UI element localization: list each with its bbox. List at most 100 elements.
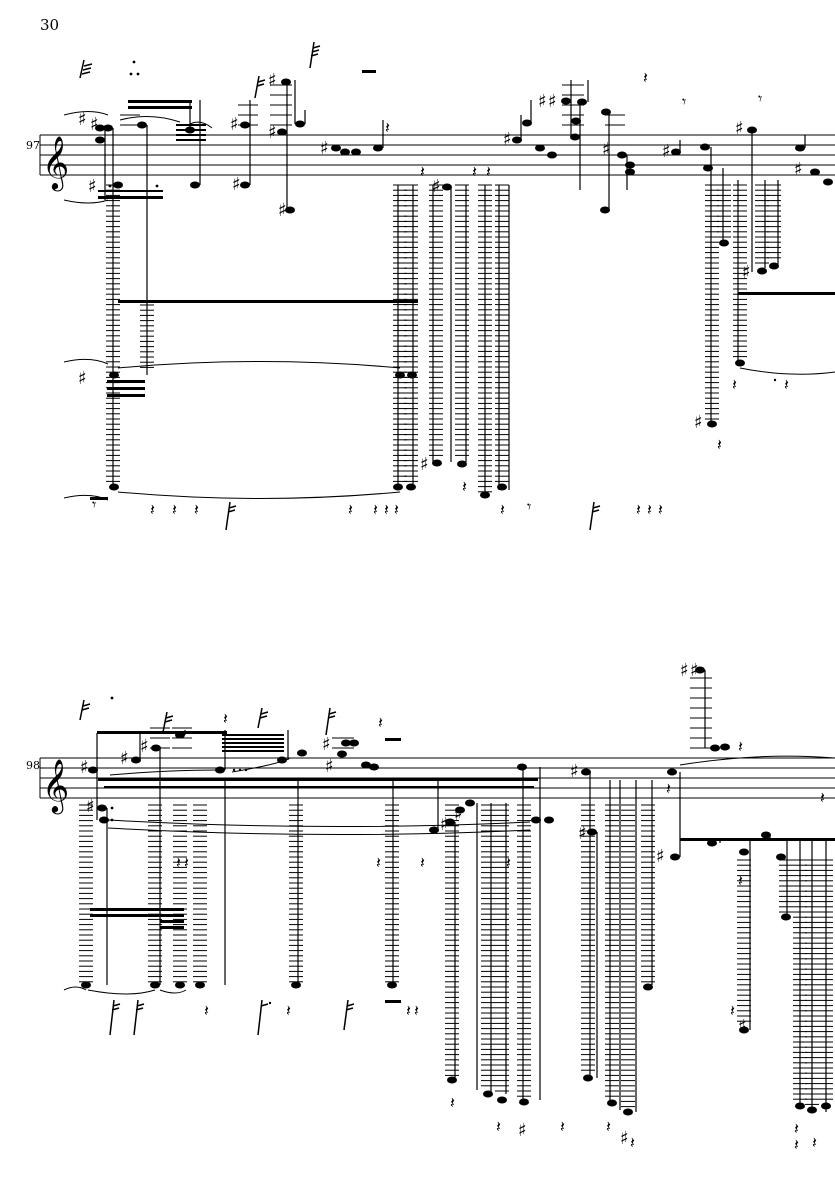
ties	[63, 755, 835, 995]
svg-text:♯: ♯	[454, 804, 463, 825]
svg-text:♯: ♯	[120, 748, 129, 769]
tremolo-marks	[79, 41, 601, 531]
svg-text:𝄾: 𝄾	[92, 495, 96, 514]
svg-text:♯: ♯	[140, 736, 149, 757]
measure-number-98: 98	[26, 759, 40, 772]
svg-text:𝄽: 𝄽	[406, 1001, 411, 1020]
svg-text:𝄽: 𝄽	[420, 162, 425, 181]
svg-text:𝄽: 𝄽	[784, 375, 789, 394]
svg-text:♯: ♯	[503, 129, 512, 150]
svg-text:𝄽: 𝄽	[376, 853, 381, 872]
svg-text:𝄽: 𝄽	[373, 500, 378, 519]
beams	[90, 731, 835, 1003]
svg-text:♯: ♯	[325, 756, 334, 777]
svg-text:♯: ♯	[268, 70, 277, 91]
dots	[110, 696, 272, 1005]
svg-text:𝄽: 𝄽	[636, 500, 641, 519]
svg-text:𝄽: 𝄽	[462, 477, 467, 496]
svg-text:𝄽: 𝄽	[384, 500, 389, 519]
svg-text:𝄽: 𝄽	[450, 1093, 455, 1112]
svg-text:♯: ♯	[578, 823, 587, 844]
svg-text:♯: ♯	[738, 1016, 747, 1037]
svg-text:𝄽: 𝄽	[172, 500, 177, 519]
svg-text:𝄽: 𝄽	[378, 713, 383, 732]
svg-text:♯: ♯	[548, 91, 557, 112]
svg-text:♯: ♯	[620, 1128, 629, 1149]
svg-text:♯: ♯	[662, 141, 671, 162]
staff-lines	[39, 134, 835, 176]
svg-text:𝄾: 𝄾	[682, 92, 686, 111]
svg-text:♯: ♯	[80, 757, 89, 778]
ties	[63, 111, 835, 501]
svg-text:♯: ♯	[656, 846, 665, 867]
svg-text:𝄽: 𝄽	[176, 853, 181, 872]
noteheads-treble	[95, 78, 833, 214]
svg-text:♯: ♯	[690, 660, 699, 681]
svg-text:♯: ♯	[680, 660, 689, 681]
svg-text:♯: ♯	[694, 412, 703, 433]
svg-text:♯: ♯	[742, 262, 751, 283]
svg-text:𝄽: 𝄽	[223, 709, 228, 728]
svg-text:𝄽: 𝄽	[420, 853, 425, 872]
beams	[90, 70, 835, 500]
svg-text:𝄽: 𝄽	[717, 435, 722, 454]
svg-text:♯: ♯	[794, 159, 803, 180]
svg-text:𝄽: 𝄽	[630, 1133, 635, 1152]
svg-text:♯: ♯	[432, 176, 441, 197]
svg-text:𝄾: 𝄾	[527, 497, 531, 516]
svg-text:𝄽: 𝄽	[204, 1001, 209, 1020]
svg-text:𝄾: 𝄾	[758, 89, 762, 108]
svg-text:𝄽: 𝄽	[414, 1001, 419, 1020]
treble-clef-icon: 𝄞	[42, 758, 69, 814]
svg-text:𝄽: 𝄽	[730, 1001, 735, 1020]
svg-text:𝄽: 𝄽	[348, 500, 353, 519]
svg-text:♯: ♯	[90, 114, 99, 135]
svg-text:♯: ♯	[320, 138, 329, 159]
svg-text:𝄽: 𝄽	[658, 500, 663, 519]
svg-text:𝄽: 𝄽	[643, 68, 648, 87]
svg-text:𝄽: 𝄽	[472, 162, 477, 181]
stems	[104, 80, 806, 494]
rest-icons: 𝄽 𝄽 𝄽 𝄽 𝄽 𝄾 𝄾 𝄽 𝄽 𝄽 𝄽 𝄽 𝄽 𝄽 𝄽 𝄽 𝄾 𝄽 𝄽 𝄽 …	[92, 68, 789, 519]
svg-text:𝄽: 𝄽	[820, 788, 825, 807]
svg-text:𝄽: 𝄽	[150, 500, 155, 519]
noteheads-treble	[88, 666, 786, 861]
svg-text:𝄽: 𝄽	[666, 779, 671, 798]
system-97: 𝄞	[39, 41, 835, 531]
svg-text:♯: ♯	[78, 368, 87, 389]
svg-text:♯: ♯	[440, 814, 449, 835]
svg-text:♯: ♯	[420, 454, 429, 475]
svg-text:♯: ♯	[86, 796, 95, 817]
svg-text:♯: ♯	[570, 761, 579, 782]
svg-text:♯: ♯	[232, 174, 241, 195]
ledger-lines-upper	[150, 677, 712, 749]
measure-number-97: 97	[26, 139, 40, 152]
svg-text:𝄽: 𝄽	[606, 1117, 611, 1136]
treble-clef-icon: 𝄞	[42, 135, 69, 191]
svg-text:♯: ♯	[735, 118, 744, 139]
svg-text:♯: ♯	[230, 114, 239, 135]
page-number: 30	[40, 16, 60, 34]
svg-text:𝄽: 𝄽	[560, 1117, 565, 1136]
noteheads-lower	[109, 239, 779, 499]
svg-text:𝄽: 𝄽	[500, 500, 505, 519]
svg-text:𝄽: 𝄽	[394, 500, 399, 519]
svg-text:𝄽: 𝄽	[385, 118, 390, 137]
svg-text:𝄽: 𝄽	[286, 1001, 291, 1020]
ledger-columns	[79, 804, 833, 1108]
svg-text:𝄽: 𝄽	[506, 853, 511, 872]
svg-text:♯: ♯	[88, 176, 97, 197]
sharp-icons: ♯ ♯ ♯ ♯ ♯ ♯ ♯ ♯ ♯ ♯ ♯ ♯ ♯ ♯ ♯ ♯	[80, 660, 747, 1149]
sharp-icons: ♯ ♯ ♯ ♯ ♯ ♯ ♯ ♯ ♯ ♯ ♯ ♯ ♯ ♯ ♯ ♯ ♯ ♯ ♯ ♯ …	[78, 70, 803, 475]
svg-text:𝄽: 𝄽	[496, 1117, 501, 1136]
svg-text:♯: ♯	[322, 734, 331, 755]
svg-text:𝄽: 𝄽	[194, 500, 199, 519]
svg-text:♯: ♯	[518, 1120, 527, 1141]
svg-text:𝄽: 𝄽	[732, 375, 737, 394]
svg-text:𝄽: 𝄽	[184, 853, 189, 872]
svg-text:𝄽: 𝄽	[794, 1135, 799, 1154]
ledger-columns	[106, 184, 781, 493]
rest-icons: 𝄽 𝄽 𝄽 𝄽 𝄽 𝄽 𝄽 𝄽 𝄽 𝄽 𝄽 𝄽 𝄽 𝄽 𝄽 𝄽 𝄽 𝄽 𝄽 𝄽 …	[176, 709, 825, 1154]
